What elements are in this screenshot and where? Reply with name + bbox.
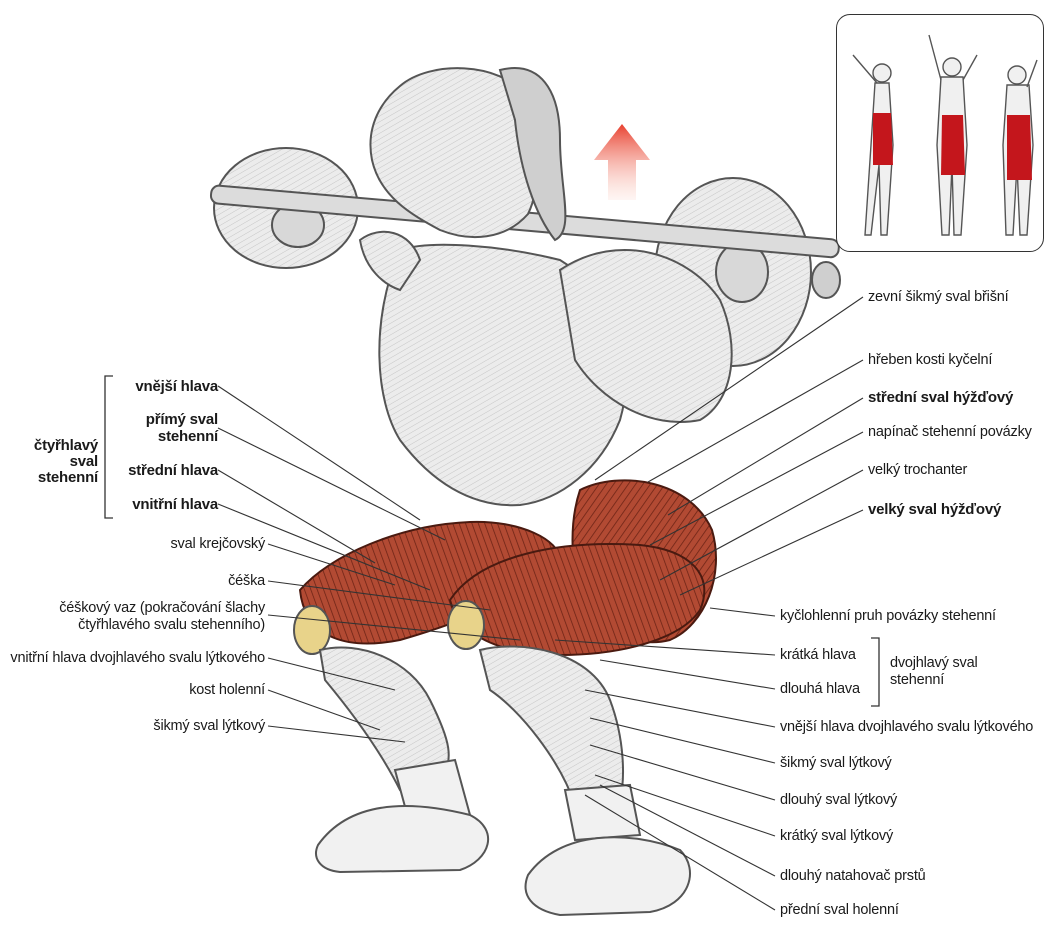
label-sartorius: sval krejčovský [120,536,265,553]
label-soleus-right: šikmý sval lýtkový [780,755,892,772]
hamstring-group-label: dvojhlavý sval stehenní [890,655,977,689]
label-tibialis-anterior: přední sval holenní [780,902,899,919]
label-lateral-head: vnější hlava [116,378,218,395]
label-soleus-left: šikmý sval lýtkový [120,718,265,735]
label-medial-head: vnitřní hlava [116,496,218,513]
feet [316,760,690,915]
label-tensor-fasciae-latae: napínač stehenní povázky [868,424,1032,441]
label-gluteus-maximus: velký sval hýžďový [868,501,1001,518]
up-arrow-icon [594,124,650,200]
quadriceps-group-label: čtyřhlavý sval stehenní [22,438,98,486]
muscle-map-figures [837,15,1043,251]
muscle-map-inset [836,14,1044,252]
label-short-head: krátká hlava [780,647,856,664]
label-peroneus-brevis: krátký sval lýtkový [780,828,893,845]
label-rectus-femoris: přímý sval stehenní [116,411,218,445]
label-tibia: kost holenní [120,682,265,699]
label-patellar-ligament: čéškový vaz (pokračování šlachy čtyřhlav… [20,600,265,634]
label-gluteus-medius: střední sval hýžďový [868,389,1013,406]
quadriceps-bracket [105,376,113,518]
label-external-oblique: zevní šikmý sval břišní [868,289,1008,306]
label-peroneus-longus: dlouhý sval lýtkový [780,792,897,809]
label-lateral-gastrocnemius: vnější hlava dvojhlavého svalu lýtkového [780,719,1033,736]
torso [360,232,732,505]
label-patella: čéška [120,573,265,590]
lower-legs [320,647,623,805]
label-medial-gastrocnemius: vnitřní hlava dvojhlavého svalu lýtkovéh… [0,650,265,667]
label-iliac-crest: hřeben kosti kyčelní [868,352,992,369]
label-extensor-digitorum-longus: dlouhý natahovač prstů [780,868,926,885]
label-iliotibial-band: kyčlohlenní pruh povázky stehenní [780,608,996,625]
label-long-head: dlouhá hlava [780,681,860,698]
label-intermediate-head: střední hlava [116,462,218,479]
label-greater-trochanter: velký trochanter [868,462,967,479]
hamstring-bracket [871,638,879,706]
